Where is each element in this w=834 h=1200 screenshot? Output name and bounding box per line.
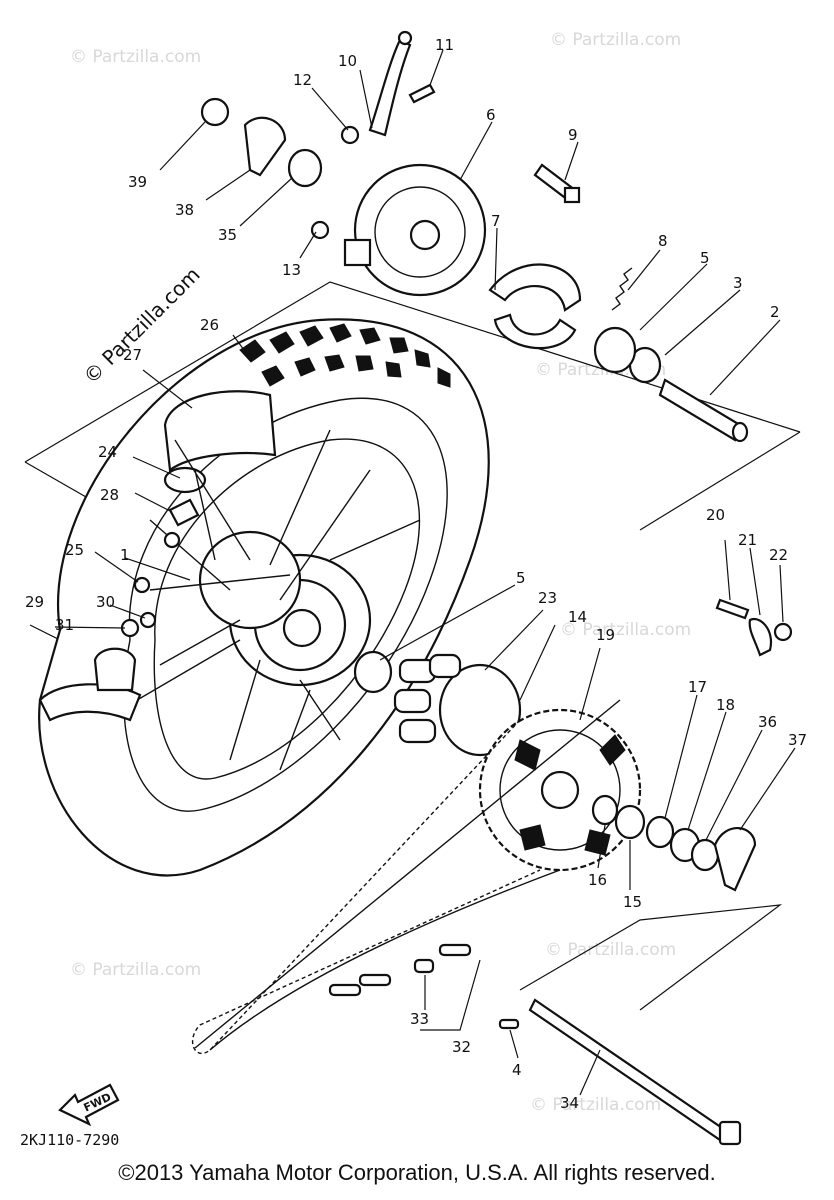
callout-7[interactable]: 7 (491, 212, 501, 230)
callout-13[interactable]: 13 (282, 261, 301, 279)
callout-24[interactable]: 24 (98, 443, 117, 461)
axle-head (718, 1120, 742, 1146)
callout-18[interactable]: 18 (716, 696, 735, 714)
callout-15[interactable]: 15 (623, 893, 642, 911)
brake-nut (310, 220, 330, 240)
watermark: © Partzilla.com (70, 47, 201, 67)
watermark: © Partzilla.com (545, 940, 676, 960)
collar-16 (591, 794, 619, 826)
wheel-hub (119, 429, 421, 771)
callouts: 1 2 3 4 5 5 6 7 8 9 10 11 12 13 14 15 16… (25, 36, 807, 1112)
adjust-nut (773, 622, 793, 642)
watermark: © Partzilla.com (70, 960, 201, 980)
watermark: © Partzilla.com (560, 620, 691, 640)
callout-36[interactable]: 36 (758, 713, 777, 731)
leader-lines (54, 49, 796, 1096)
axle-sleeve-end (731, 421, 749, 443)
callout-22[interactable]: 22 (769, 546, 788, 564)
chain-links (328, 943, 520, 1030)
callout-2[interactable]: 2 (770, 303, 780, 321)
bolt-28-head (163, 531, 181, 549)
brake-camshaft (533, 163, 581, 204)
callout-3[interactable]: 3 (733, 274, 743, 292)
drive-chain-upper (194, 699, 621, 1049)
lever-nut (340, 125, 360, 145)
callout-38[interactable]: 38 (175, 201, 194, 219)
lever-bolt (408, 83, 436, 104)
callout-16[interactable]: 16 (588, 871, 607, 889)
diagram-code: 2KJ110-7290 (20, 1131, 119, 1149)
callout-32[interactable]: 32 (452, 1038, 471, 1056)
bearing-lower (353, 650, 393, 694)
callout-28[interactable]: 28 (100, 486, 119, 504)
callout-10[interactable]: 10 (338, 52, 357, 70)
callout-30[interactable]: 30 (96, 593, 115, 611)
callout-14[interactable]: 14 (568, 608, 587, 626)
circlip-17 (645, 815, 675, 849)
drive-chain (191, 719, 541, 1055)
callout-27[interactable]: 27 (123, 346, 142, 364)
callout-21[interactable]: 21 (738, 531, 757, 549)
chain-puller (243, 116, 287, 177)
callout-20[interactable]: 20 (706, 506, 725, 524)
watermark: © Partzilla.com (550, 30, 681, 50)
brake-shoes (488, 263, 582, 350)
nut-30 (139, 611, 157, 629)
rim-lock (168, 498, 200, 527)
callout-5-lower[interactable]: 5 (516, 569, 526, 587)
callout-11[interactable]: 11 (435, 36, 454, 54)
bolt-25 (133, 576, 151, 594)
hub-clutch (393, 653, 522, 757)
adjust-plate (748, 617, 773, 657)
brake-spring (611, 267, 633, 311)
callout-33[interactable]: 33 (410, 1010, 429, 1028)
callout-5-upper[interactable]: 5 (700, 249, 710, 267)
cam-lever (368, 38, 412, 137)
callout-31[interactable]: 31 (55, 616, 74, 634)
callout-8[interactable]: 8 (658, 232, 668, 250)
bearing (593, 326, 637, 374)
chain-puller-37 (713, 827, 757, 892)
callout-37[interactable]: 37 (788, 731, 807, 749)
castle-nut (200, 97, 230, 127)
callout-35[interactable]: 35 (218, 226, 237, 244)
watermark: © Partzilla.com (530, 1095, 661, 1115)
callout-4[interactable]: 4 (512, 1061, 522, 1079)
adjust-bolt (715, 598, 750, 620)
bearing-15 (614, 804, 646, 840)
callout-34[interactable]: 34 (560, 1094, 579, 1112)
sprocket (478, 708, 642, 872)
side-watermark: © Partzilla.com (79, 262, 205, 388)
watermark-layer: © Partzilla.com © Partzilla.com © Partzi… (70, 30, 691, 1115)
axle-sleeve (658, 378, 742, 442)
callout-26[interactable]: 26 (200, 316, 219, 334)
drive-chain-lower (209, 869, 561, 1051)
rim-band (38, 647, 142, 722)
callout-6[interactable]: 6 (486, 106, 496, 124)
callout-9[interactable]: 9 (568, 126, 578, 144)
callout-25[interactable]: 25 (65, 541, 84, 559)
callout-19[interactable]: 19 (596, 626, 615, 644)
cam-lever-pivot (397, 30, 413, 46)
collar (287, 148, 323, 188)
callout-17[interactable]: 17 (688, 678, 707, 696)
callout-12[interactable]: 12 (293, 71, 312, 89)
axle (528, 998, 727, 1142)
copyright-notice: ©2013 Yamaha Motor Corporation, U.S.A. A… (118, 1160, 716, 1185)
callout-1[interactable]: 1 (120, 546, 130, 564)
fwd-arrow-icon: FWD (58, 1083, 120, 1127)
callout-29[interactable]: 29 (25, 593, 44, 611)
brake-plate (343, 163, 487, 297)
callout-39[interactable]: 39 (128, 173, 147, 191)
callout-23[interactable]: 23 (538, 589, 557, 607)
